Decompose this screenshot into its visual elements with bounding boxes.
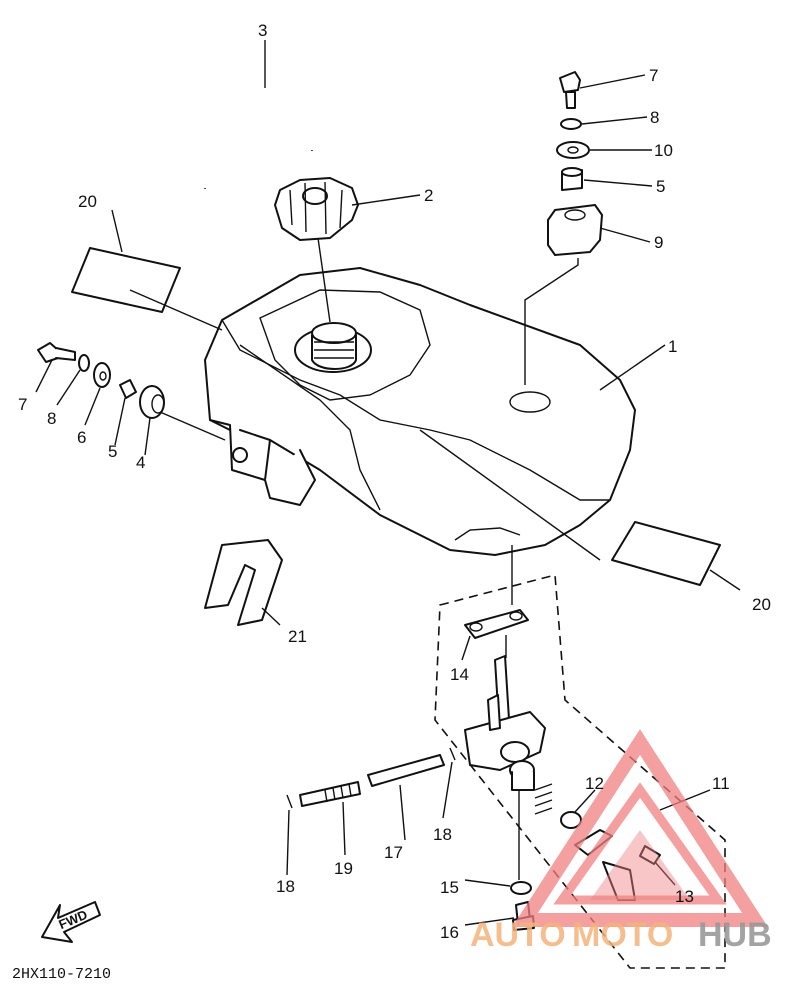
label-sticker-part-left [71, 247, 181, 313]
right-bolt-part [559, 71, 581, 109]
diagram-code: 2HX110-7210 [12, 966, 111, 983]
left-damper-part [139, 385, 165, 419]
label-sticker-part-right [611, 521, 721, 586]
callout-15: 15 [440, 878, 459, 897]
callout-14: 14 [450, 665, 469, 684]
clip-part [204, 539, 283, 626]
screw-part [639, 845, 661, 865]
callout-5-right: 5 [656, 177, 665, 196]
callout-9: 9 [654, 233, 663, 252]
watermark-moto-text: MOTO [572, 916, 673, 954]
callout-21: 21 [288, 627, 307, 646]
callout-11: 11 [712, 774, 730, 793]
callout-4: 4 [136, 453, 145, 472]
callout-5-left: 5 [108, 442, 117, 461]
callout-8-right: 8 [650, 108, 659, 127]
callout-13: 13 [675, 887, 694, 906]
fuel-pipe-part [299, 781, 361, 807]
forward-direction-arrow: FWD [41, 901, 101, 943]
callout-10: 10 [654, 141, 673, 160]
automotohub-watermark: AUTO MOTO HUB [470, 729, 772, 954]
callout-3: 3 [258, 21, 267, 40]
left-bolt-part [37, 342, 76, 363]
callout-7-right: 7 [649, 66, 658, 85]
fuel-tank-body-part [204, 267, 636, 556]
watermark-auto-text: AUTO [470, 916, 566, 954]
callout-6: 6 [77, 428, 86, 447]
callout-12: 12 [585, 774, 604, 793]
callout-2: 2 [424, 186, 433, 205]
callout-7-left: 7 [18, 395, 27, 414]
right-plain-washer-part [556, 141, 590, 159]
fuel-cock-valve-part [509, 760, 535, 791]
right-collar-part [561, 167, 583, 191]
callout-18-left: 18 [276, 877, 295, 896]
right-spring-washer-part [560, 118, 582, 130]
left-collar-part [119, 379, 137, 399]
fuel-cap-part [274, 177, 359, 241]
fuel-hose-part [367, 754, 445, 787]
fuel-cock-group-outline [434, 573, 726, 969]
o-ring-part [560, 811, 582, 829]
callout-20-right: 20 [752, 595, 771, 614]
leader-lines [35, 40, 741, 926]
callout-labels: 3 2 20 1 7 8 10 5 9 7 8 6 5 4 20 21 14 1… [18, 21, 771, 942]
callout-1: 1 [668, 337, 677, 356]
callout-20-left: 20 [78, 192, 97, 211]
callout-8-left: 8 [47, 409, 56, 428]
washer-15-part [510, 881, 532, 895]
watermark-hub-text: HUB [698, 916, 772, 954]
callout-17: 17 [384, 843, 403, 862]
hose-clip-part-right [449, 747, 456, 761]
hose-clip-part-left [286, 794, 293, 809]
right-damper-part [547, 204, 603, 256]
left-plain-washer-part [93, 362, 111, 388]
fuel-cock-spring-part [534, 783, 553, 815]
breather-hose-part [201, 89, 315, 189]
callout-19: 19 [334, 859, 353, 878]
callout-16: 16 [440, 923, 459, 942]
left-spring-washer-part [78, 354, 90, 372]
fuel-cock-body-part [464, 655, 546, 771]
callout-18-right: 18 [433, 825, 452, 844]
fuel-cock-gasket-part [464, 609, 529, 639]
